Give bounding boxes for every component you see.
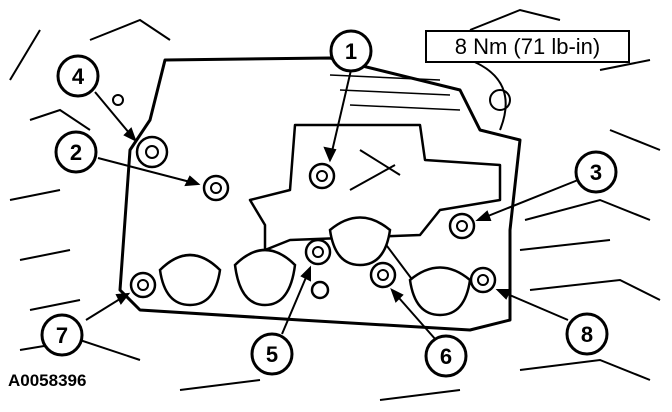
callout-4: 4 — [56, 54, 100, 98]
callout-2: 2 — [54, 130, 98, 174]
callout-3-label: 3 — [590, 160, 602, 185]
bolt-8 — [469, 266, 497, 294]
torque-spec-label: 8 Nm (71 lb-in) — [425, 30, 630, 63]
callout-7: 7 — [40, 313, 84, 357]
callout-6-label: 6 — [440, 344, 452, 369]
callout-3: 3 — [574, 150, 618, 194]
callout-8: 8 — [565, 312, 609, 356]
callout-8-label: 8 — [581, 322, 593, 347]
callout-1-label: 1 — [345, 39, 357, 64]
bolt-5 — [304, 238, 332, 266]
figure-id-label: A0058396 — [8, 371, 87, 390]
callout-7-label: 7 — [56, 323, 68, 348]
callout-1: 1 — [329, 29, 373, 73]
bolt-4 — [135, 135, 169, 169]
bolt-6 — [369, 261, 397, 289]
valve-bores — [158, 216, 472, 317]
leader-lines — [85, 69, 579, 341]
bolt-3 — [448, 212, 476, 240]
callout-4-label: 4 — [72, 64, 85, 89]
bolt-2 — [202, 174, 230, 202]
transmission-case — [9, 8, 661, 401]
callout-5: 5 — [250, 332, 294, 376]
callout-5-label: 5 — [266, 342, 278, 367]
bolt-1 — [308, 162, 336, 190]
bolt-7 — [129, 271, 157, 299]
callout-2-label: 2 — [70, 140, 82, 165]
valve-body — [118, 56, 522, 332]
callout-6: 6 — [424, 334, 468, 378]
bolt-group — [129, 135, 497, 299]
